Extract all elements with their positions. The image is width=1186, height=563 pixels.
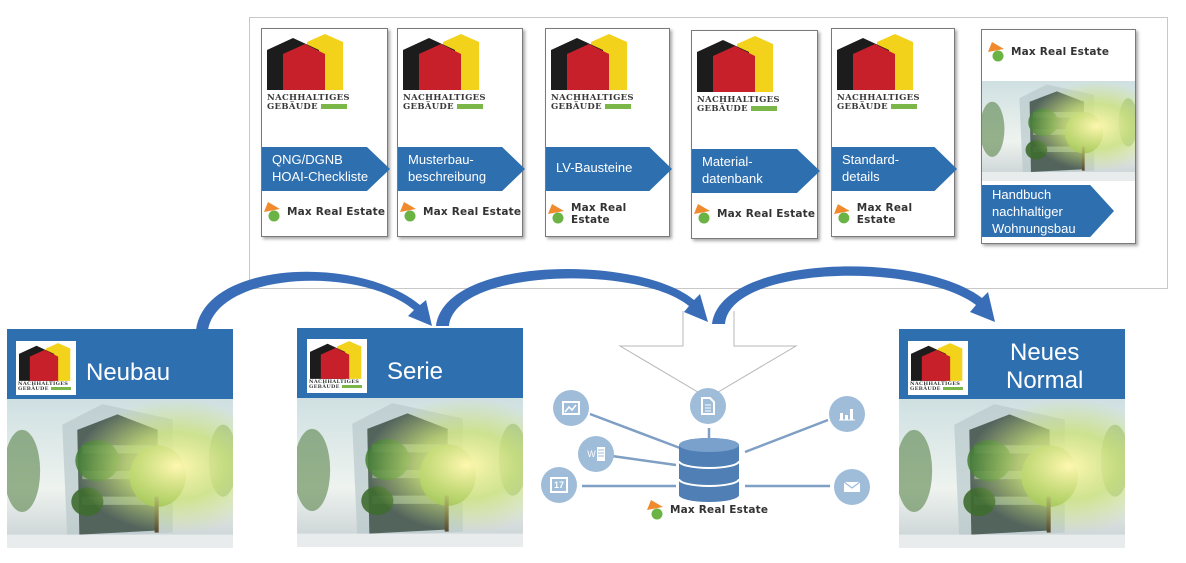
- building-photo: [899, 399, 1125, 548]
- logo-text-line-2: GEBÄUDE: [837, 102, 888, 112]
- company-name: Max Real Estate: [670, 504, 769, 516]
- label-line-1: Handbuch: [992, 187, 1052, 202]
- card-label: QNG/DGNB HOAI-Checkliste: [262, 147, 390, 191]
- card-label: LV-Bausteine: [546, 147, 672, 191]
- down-arrow-outline: [618, 311, 798, 399]
- label-line-1: Standard-: [842, 152, 900, 167]
- building-photo: [7, 399, 233, 548]
- label-line-1: QNG/DGNB: [272, 152, 343, 167]
- logo-text-line-2: GEBÄUDE: [551, 102, 602, 112]
- max-real-estate-logo: Max Real Estate: [694, 204, 815, 224]
- document-card[interactable]: NACHHALTIGES GEBÄUDE Musterbau- beschrei…: [397, 28, 525, 237]
- logo-text-line-2: GEBÄUDE: [910, 386, 941, 392]
- stage-title-line-1: Neues: [1009, 339, 1080, 366]
- document-card[interactable]: NACHHALTIGES GEBÄUDE Material- datenbank…: [691, 30, 820, 239]
- max-real-estate-mark-icon: [647, 500, 667, 520]
- label-line-3: Wohnungsbau: [992, 221, 1076, 236]
- bar-chart-icon: [829, 396, 865, 432]
- handbook-label: Handbuch nachhaltiger Wohnungsbau: [982, 185, 1114, 237]
- company-name: Max Real Estate: [856, 202, 913, 226]
- label-line-2: details: [842, 169, 880, 184]
- logo-text-line-1: NACHHALTIGES: [837, 93, 920, 103]
- nachhaltiges-gebaeude-logo: NACHHALTIGES GEBÄUDE: [267, 34, 352, 112]
- logo-text-line-1: NACHHALTIGES: [309, 379, 360, 385]
- logo-text-line-1: NACHHALTIGES: [910, 381, 961, 387]
- stage-title: Neues Normal: [1006, 339, 1083, 395]
- company-name: Max Real Estate: [570, 202, 627, 226]
- label-line-2: datenbank: [702, 171, 763, 186]
- stage-title: Neubau: [86, 359, 171, 386]
- max-real-estate-logo: Max Real Estate: [988, 42, 1109, 62]
- stage-title-line-2: Normal: [1006, 367, 1084, 394]
- logo-text-line-1: NACHHALTIGES: [18, 381, 69, 387]
- company-name: Max Real Estate: [717, 208, 816, 220]
- envelope-icon: [834, 469, 870, 505]
- label-line-2: HOAI-Checkliste: [272, 169, 369, 184]
- logo-text-line-1: NACHHALTIGES: [697, 95, 780, 105]
- houses-icon: [19, 343, 73, 381]
- handbook-card[interactable]: Max Real Estate Handbuch nachhaltiger Wo…: [981, 29, 1136, 244]
- company-name: Max Real Estate: [1011, 46, 1110, 58]
- card-label: Standard- details: [832, 147, 957, 191]
- logo-text-line-2: GEBÄUDE: [18, 386, 49, 392]
- logo-text-line-1: NACHHALTIGES: [267, 93, 350, 103]
- word-document-icon: W: [578, 436, 614, 472]
- houses-icon: [310, 341, 364, 379]
- max-real-estate-logo: Max Real Estate: [548, 202, 669, 226]
- max-real-estate-logo: Max Real Estate: [264, 202, 385, 222]
- arrow-database-to-neues-normal: [712, 266, 995, 324]
- document-icon: [690, 388, 726, 424]
- document-card[interactable]: NACHHALTIGES GEBÄUDE Standard- details M…: [831, 28, 957, 237]
- document-card[interactable]: NACHHALTIGES GEBÄUDE LV-Bausteine Max Re…: [545, 28, 672, 237]
- image-icon: [553, 390, 589, 426]
- word-letter: W: [587, 449, 596, 459]
- label-line-1: Material-: [702, 154, 753, 169]
- max-real-estate-logo: Max Real Estate: [400, 202, 521, 222]
- max-real-estate-logo: Max Real Estate: [647, 500, 768, 520]
- logo-text-line-2: GEBÄUDE: [403, 102, 454, 112]
- nachhaltiges-gebaeude-logo: NACHHALTIGES GEBÄUDE: [403, 34, 488, 112]
- nachhaltiges-gebaeude-logo: NACHHALTIGES GEBÄUDE: [551, 34, 636, 112]
- logo-text-line-1: NACHHALTIGES: [403, 93, 486, 103]
- card-label: Material- datenbank: [692, 149, 820, 193]
- arrow-serie-to-database: [436, 268, 708, 326]
- documents-frame: [249, 17, 1168, 289]
- database-icon: [678, 438, 740, 502]
- company-name: Max Real Estate: [287, 206, 386, 218]
- max-real-estate-logo: Max Real Estate: [834, 202, 954, 226]
- nachhaltiges-gebaeude-logo: NACHHALTIGES GEBÄUDE: [697, 36, 782, 114]
- label-line-1: Musterbau-: [408, 152, 474, 167]
- calendar-icon: 17: [541, 467, 577, 503]
- label-line-2: beschreibung: [408, 169, 487, 184]
- nachhaltiges-gebaeude-logo: NACHHALTIGES GEBÄUDE: [837, 34, 922, 112]
- calendar-day: 17: [550, 477, 568, 493]
- building-photo: [297, 398, 523, 547]
- logo-text-line-2: GEBÄUDE: [309, 384, 340, 390]
- card-label: Musterbau- beschreibung: [398, 147, 525, 191]
- logo-text-line-2: GEBÄUDE: [697, 104, 748, 114]
- label-line-2: nachhaltiger: [992, 204, 1063, 219]
- document-card[interactable]: NACHHALTIGES GEBÄUDE QNG/DGNB HOAI-Check…: [261, 28, 390, 237]
- company-name: Max Real Estate: [423, 206, 522, 218]
- logo-text-line-1: NACHHALTIGES: [551, 93, 634, 103]
- label-line-1: LV-Bausteine: [556, 160, 633, 175]
- houses-icon: [911, 343, 965, 381]
- logo-text-line-2: GEBÄUDE: [267, 102, 318, 112]
- stage-title: Serie: [387, 358, 444, 385]
- arrow-neubau-to-serie: [196, 271, 432, 330]
